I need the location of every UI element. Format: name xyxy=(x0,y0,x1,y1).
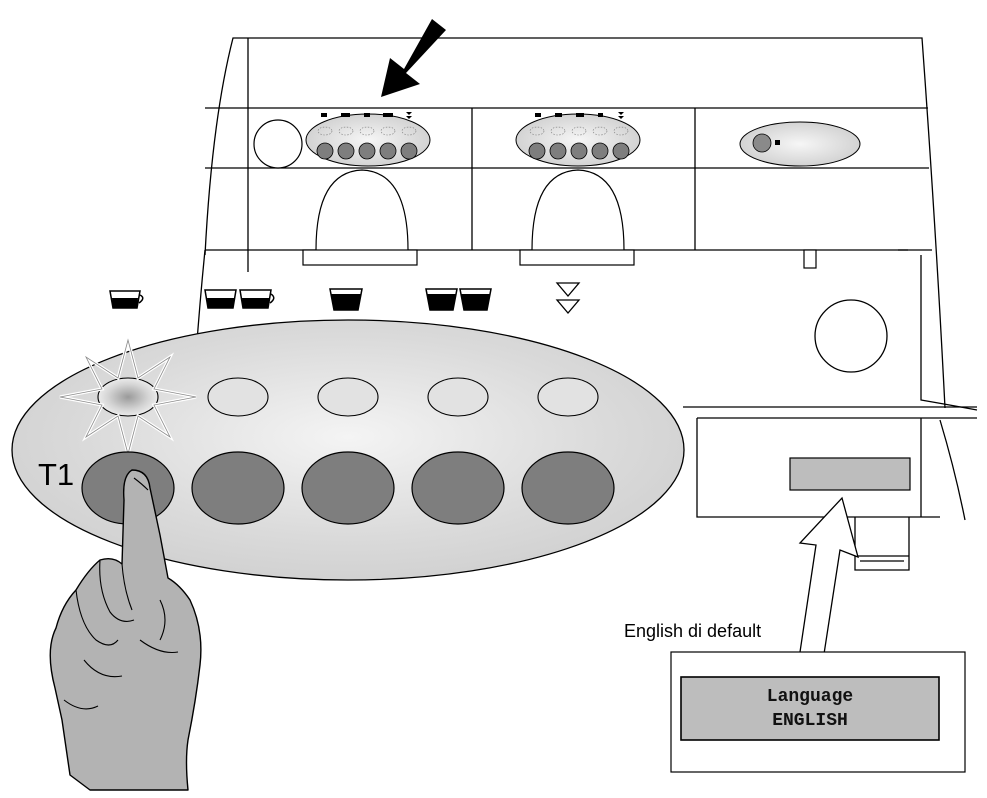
led-row xyxy=(97,377,599,417)
lcd-text: Language ENGLISH xyxy=(681,677,939,740)
hand-detail-lines xyxy=(63,477,179,710)
control-panel-small-2 xyxy=(515,112,641,167)
steam-knob[interactable] xyxy=(253,119,303,169)
callout-arrow xyxy=(798,496,859,655)
enlarged-control-panel xyxy=(11,319,685,581)
group-heads xyxy=(302,169,817,269)
led-t1 xyxy=(97,377,159,417)
callout-label: English di default xyxy=(624,621,762,641)
led-t2 xyxy=(207,377,269,417)
button-label-t1: T1 xyxy=(38,457,75,492)
lcd-line-2: ENGLISH xyxy=(772,710,848,731)
button-t5[interactable] xyxy=(521,451,615,525)
machine-right-side xyxy=(683,255,978,571)
two-small-cups-icon xyxy=(204,289,275,309)
hot-water-button[interactable] xyxy=(752,133,772,153)
pointing-hand-icon xyxy=(49,469,202,791)
led-t3 xyxy=(317,377,379,417)
continuous-dispense-icon xyxy=(555,282,581,315)
machine-display-slot xyxy=(789,457,911,491)
button-t3[interactable] xyxy=(301,451,395,525)
button-t4[interactable] xyxy=(411,451,505,525)
lcd-line-1: Language xyxy=(766,686,854,707)
led-t4 xyxy=(427,377,489,417)
right-knob[interactable] xyxy=(814,299,888,373)
indicator-arrow xyxy=(381,19,446,97)
hot-water-panel xyxy=(739,121,861,167)
lcd-display xyxy=(680,676,940,741)
small-cup-icon xyxy=(109,290,144,309)
button-row xyxy=(81,451,615,525)
large-cup-icon xyxy=(329,288,363,311)
led-t5 xyxy=(537,377,599,417)
control-panel-small-1 xyxy=(305,112,431,167)
button-t2[interactable] xyxy=(191,451,285,525)
two-large-cups-icon xyxy=(425,288,492,311)
